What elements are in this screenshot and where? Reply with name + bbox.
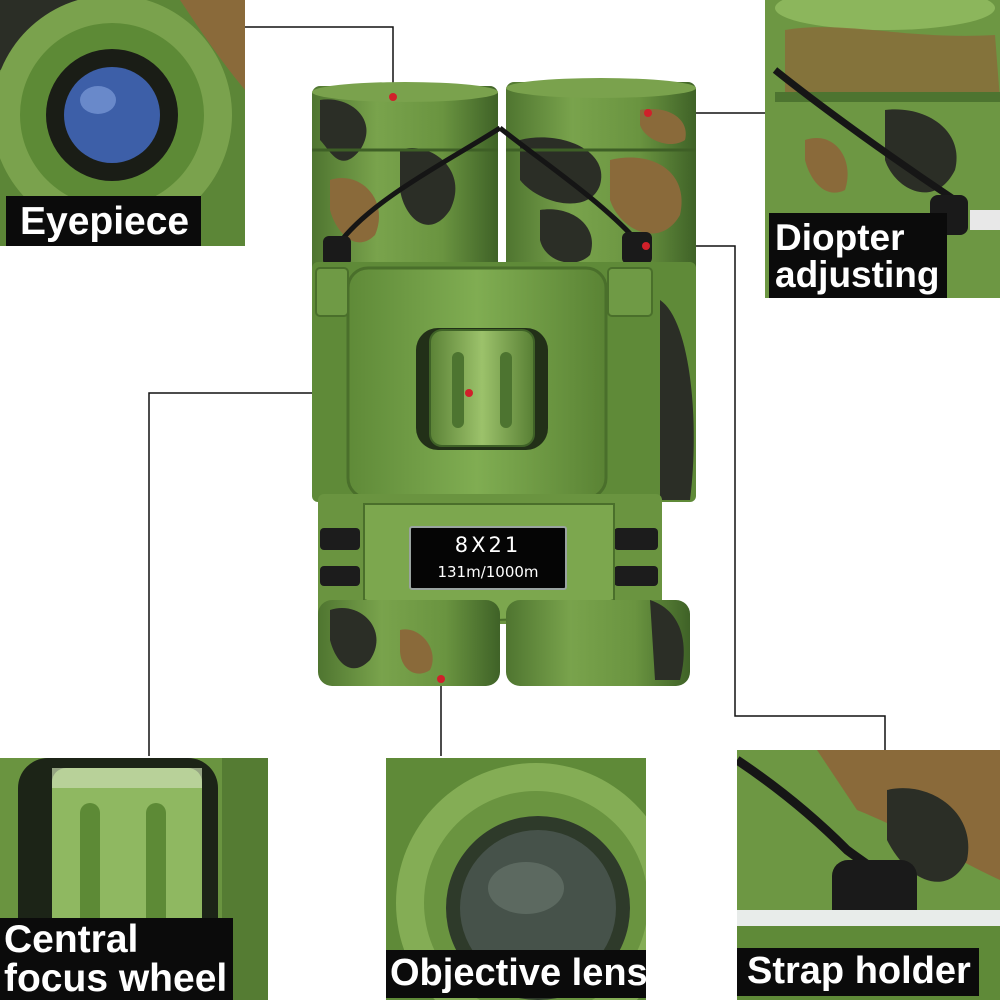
focus-wheel-label-line1: Central — [4, 918, 139, 961]
diopter-label-line1: Diopter — [775, 217, 905, 258]
strap-holder-label: Strap holder — [737, 948, 979, 996]
objective-lens-label: Objective lens — [386, 950, 646, 998]
diopter-label-line2: adjusting — [775, 254, 940, 295]
objective-lens-panel: Objective lens — [386, 758, 646, 1000]
strap-holder-panel: Strap holder — [737, 750, 1000, 1000]
focus-wheel-label-line2: focus wheel — [4, 957, 228, 1000]
spec-plate: 8X21 131m/1000m — [409, 526, 567, 590]
diopter-panel: Diopter adjusting — [765, 0, 1000, 298]
objective-lens-label-text: Objective lens — [390, 952, 646, 994]
eyepiece-label-text: Eyepiece — [20, 200, 190, 243]
eyepiece-panel: Eyepiece — [0, 0, 245, 246]
focus-wheel-label: Central focus wheel — [0, 918, 234, 1000]
model-number: 8X21 — [454, 533, 522, 557]
upper-barrels — [312, 78, 696, 276]
binocular-body — [312, 262, 696, 502]
strap-holder-right — [622, 232, 652, 264]
strap-cord — [335, 125, 638, 247]
strap-holder-label-text: Strap holder — [747, 950, 971, 992]
focus-wheel-panel: Central focus wheel — [0, 758, 268, 1000]
eyepiece-label: Eyepiece — [6, 196, 202, 246]
callout-markers — [389, 93, 652, 683]
field-of-view: 131m/1000m — [437, 563, 539, 581]
strap-holder-left — [323, 236, 351, 266]
lower-barrels — [318, 600, 690, 686]
diopter-label: Diopter adjusting — [769, 213, 948, 298]
eyepiece-lens — [64, 67, 160, 163]
